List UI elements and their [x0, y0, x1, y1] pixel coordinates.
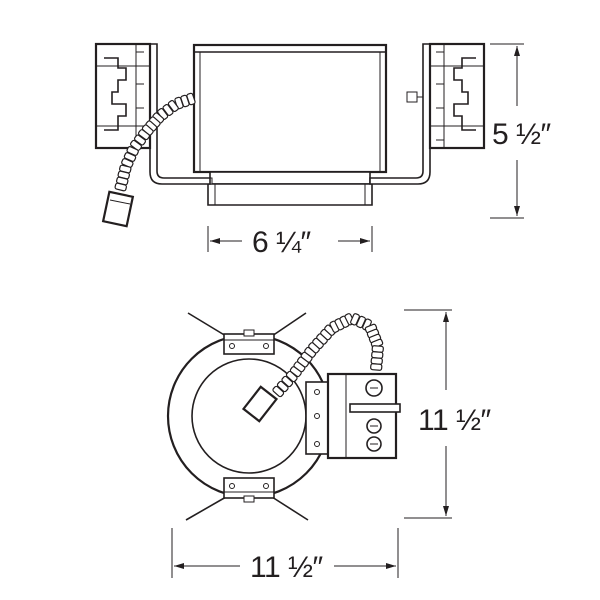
- width-dimension-label-plan: 11 ½″: [250, 551, 323, 584]
- conduit-segment: [281, 375, 294, 388]
- height-dimension-label-top: 5 ½″: [492, 118, 552, 151]
- connector-plug-side: [101, 190, 135, 228]
- width-dimension-top: 6 ¼″: [207, 226, 373, 259]
- conduit-segment: [276, 380, 289, 393]
- conduit-segment: [137, 129, 151, 141]
- junction-box: [305, 372, 401, 460]
- plan-view: 11 ½″ 11 ½″: [166, 309, 492, 584]
- housing-box: [192, 43, 388, 174]
- height-dimension-label-plan: 11 ½″: [418, 404, 491, 437]
- flex-conduit-side: [114, 92, 196, 192]
- right-mounting-bracket: [369, 42, 486, 185]
- flex-conduit-plan: [272, 313, 384, 398]
- conduit-segment: [167, 100, 179, 112]
- hanger-wires: [185, 312, 309, 521]
- conduit-segment: [370, 363, 383, 371]
- left-mounting-bracket: [94, 42, 211, 185]
- trim-flange: [189, 171, 373, 206]
- conduit-segment: [114, 182, 127, 192]
- conduit-segment: [162, 104, 174, 116]
- height-dimension-top: 5 ½″: [490, 43, 552, 219]
- width-dimension-plan: 11 ½″: [171, 528, 399, 584]
- conduit-segment: [129, 139, 143, 151]
- connector-plug-plan: [241, 385, 279, 423]
- top-bracket-plate: [223, 329, 275, 355]
- bottom-bracket-plate: [223, 477, 275, 503]
- conduit-segment: [272, 385, 285, 398]
- side-elevation-view: 5 ½″ 6 ¼″: [94, 42, 552, 259]
- conduit-segment: [133, 134, 147, 146]
- height-dimension-plan: 11 ½″: [404, 309, 492, 519]
- width-dimension-label-top: 6 ¼″: [252, 226, 312, 259]
